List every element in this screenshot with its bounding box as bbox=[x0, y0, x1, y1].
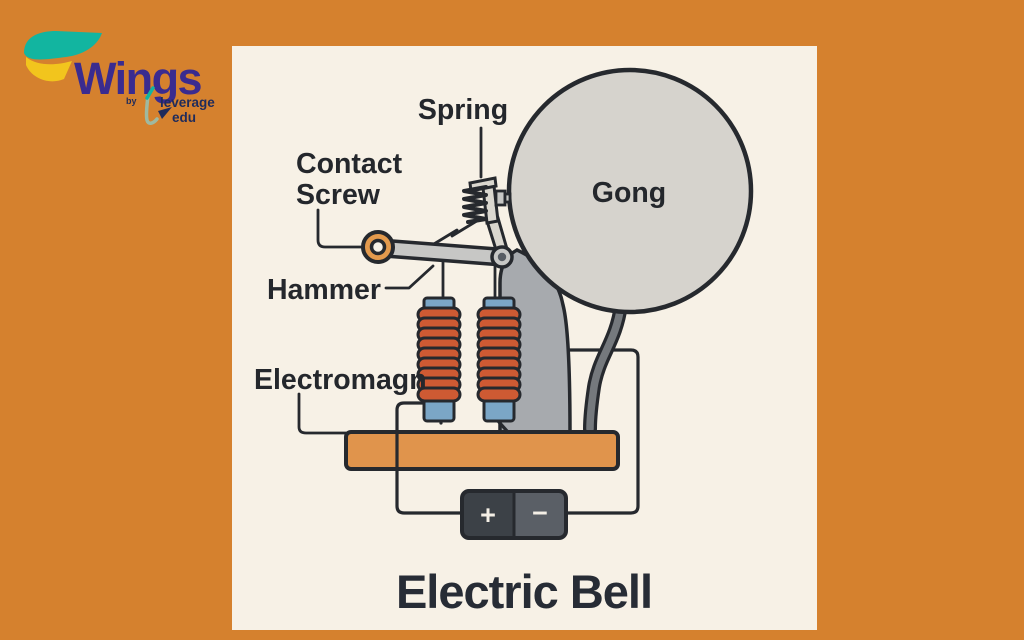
striker-tip bbox=[503, 192, 512, 204]
label-spring: Spring bbox=[418, 94, 508, 126]
brand-sub-line1: leverage bbox=[160, 95, 215, 110]
electromagnet-right-coil bbox=[476, 296, 522, 423]
battery-negative-cell bbox=[514, 491, 566, 538]
brand-logo: Wings by leverage edu bbox=[24, 31, 215, 125]
hammer-arm bbox=[376, 242, 506, 263]
gong-circle bbox=[506, 67, 754, 315]
leverage-edu-mark-tip bbox=[145, 86, 155, 100]
hammer-leader-line bbox=[384, 264, 435, 290]
label-contact-line1: Contact bbox=[296, 148, 403, 180]
pivot-pin bbox=[497, 252, 507, 262]
wire-stand-to-battery bbox=[545, 348, 640, 515]
spring-link-wire bbox=[422, 217, 482, 252]
coil-lead-right bbox=[496, 419, 509, 433]
base-plate bbox=[344, 430, 620, 471]
battery-positive-cell bbox=[462, 491, 514, 538]
electromagnet-left-coil bbox=[416, 296, 462, 423]
battery-negative-symbol: − bbox=[532, 498, 548, 528]
label-electromagnet: Electromagn bbox=[254, 364, 427, 396]
electromagnet-leader-line bbox=[297, 392, 348, 435]
contact-screw-center bbox=[369, 238, 387, 256]
coil-turn bbox=[416, 386, 462, 403]
coil-turn bbox=[476, 386, 522, 403]
leverage-edu-mark bbox=[144, 94, 159, 125]
paper-plane-icon bbox=[158, 107, 172, 119]
gong-stem bbox=[586, 301, 625, 433]
brand-sub-line2: edu bbox=[172, 110, 196, 125]
left-core-bottom bbox=[422, 398, 456, 423]
diagram-title: Electric Bell bbox=[396, 565, 652, 618]
battery: + − bbox=[460, 489, 568, 540]
label-gong: Gong bbox=[592, 177, 666, 209]
label-contact-line2: Screw bbox=[296, 179, 381, 211]
contact-screw-leader-line bbox=[316, 208, 364, 249]
battery-positive-symbol: + bbox=[480, 500, 496, 530]
spring-coil-shape bbox=[462, 185, 488, 224]
armature-assembly bbox=[361, 176, 514, 269]
battery-outline bbox=[460, 489, 568, 540]
label-hammer: Hammer bbox=[267, 274, 381, 306]
brand-byline: by bbox=[126, 96, 137, 106]
wing-teal-shape bbox=[24, 31, 102, 60]
right-core-bottom bbox=[482, 398, 516, 423]
brand-name: Wings bbox=[74, 53, 202, 104]
wing-yellow-shape bbox=[26, 57, 72, 82]
